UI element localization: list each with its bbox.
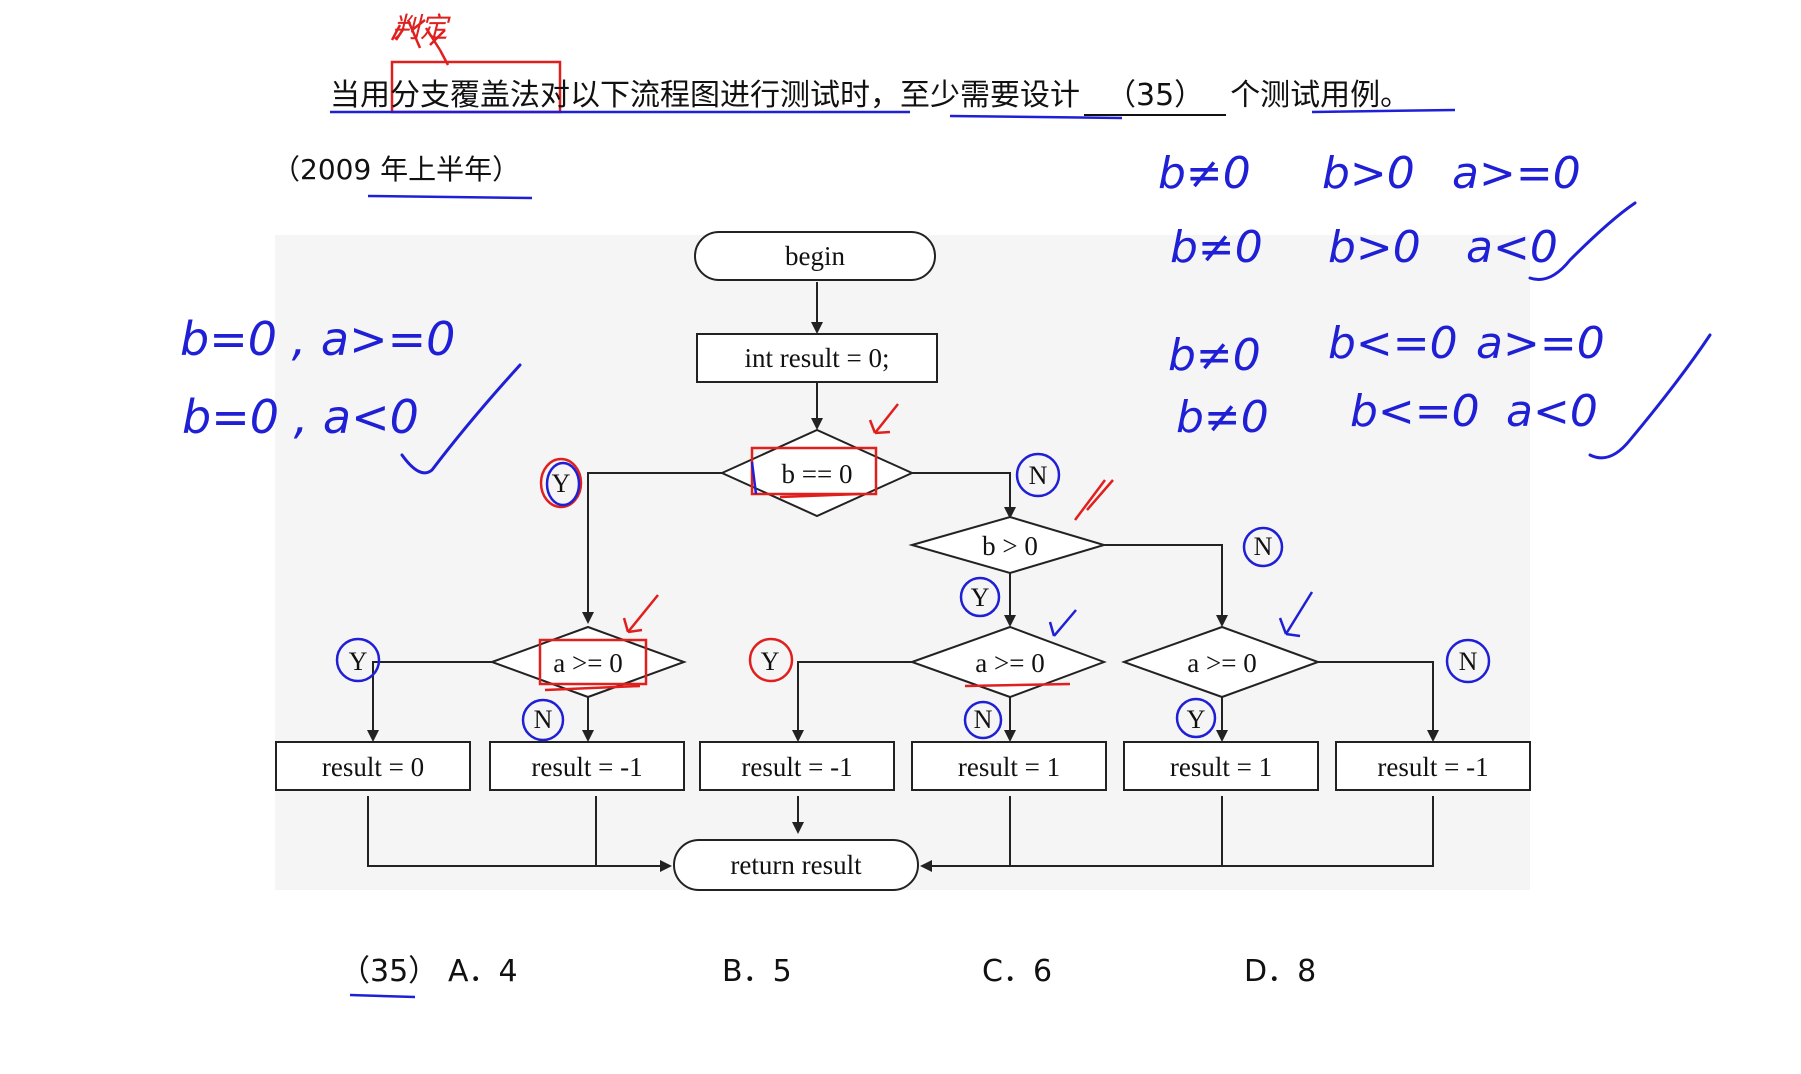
result-box-2 (489, 741, 685, 791)
yn-label: N (1254, 532, 1273, 561)
result-label-1: result = 0 (322, 752, 424, 782)
annotation-r1-a: b≠0 (1158, 148, 1251, 199)
red-pen-marks (390, 19, 1114, 692)
begin-label: begin (785, 241, 845, 271)
annotation-r3-a: b≠0 (1168, 330, 1261, 381)
cond-b-gt-label: b > 0 (982, 531, 1038, 561)
result-box-6 (1335, 741, 1531, 791)
result-label-3: result = -1 (741, 752, 852, 782)
flowchart-arrowheads (367, 322, 1439, 872)
result-box-5 (1123, 741, 1319, 791)
yn-label: Y (1187, 705, 1206, 734)
annotation-left-1: b=0 , a>=0 (180, 312, 456, 366)
answer-option-c[interactable]: C．6 (982, 954, 1053, 989)
result-box-3 (699, 741, 895, 791)
annotation-left-2: b=0 , a<0 (182, 390, 419, 444)
pen-circles (335, 452, 1491, 742)
cond-a2-label: a >= 0 (975, 648, 1044, 678)
yn-label: N (1459, 647, 1478, 676)
answer-number: （35） (340, 954, 439, 989)
question-part2: 对以下流程图进行测试时，至少需要设计 (540, 78, 1080, 113)
question-line: 当用分支覆盖法对以下流程图进行测试时，至少需要设计（35）个测试用例。 (330, 70, 1410, 116)
annotation-r4-c: a<0 (1506, 386, 1598, 437)
blue-pen-ticks (750, 461, 1314, 638)
yn-label: N (974, 705, 993, 734)
underline-marks (330, 108, 1456, 999)
cond-b-eq-label: b == 0 (782, 459, 853, 489)
annotation-r4-b: b<=0 (1350, 386, 1480, 437)
check-mark-icon (400, 201, 1712, 475)
return-node (673, 839, 919, 891)
yn-label: N (534, 705, 553, 734)
yn-label: Y (552, 469, 571, 498)
answer-option-d[interactable]: D．8 (1244, 954, 1317, 989)
question-year: （2009 年上半年） (272, 153, 521, 186)
annotation-r1-b: b>0 (1322, 148, 1415, 199)
cond-a1-label: a >= 0 (553, 648, 622, 678)
result-label-6: result = -1 (1377, 752, 1488, 782)
yn-label: Y (761, 647, 780, 676)
question-highlight: 分支覆盖法 (390, 78, 540, 113)
question-part1: 当用 (330, 78, 390, 113)
result-box-4 (911, 741, 1107, 791)
question-blank: （35） (1084, 70, 1227, 116)
yn-label: Y (349, 647, 368, 676)
annotation-r3-c: a>=0 (1476, 318, 1605, 369)
init-label: int result = 0; (745, 343, 890, 373)
init-node (696, 333, 938, 383)
result-label-2: result = -1 (531, 752, 642, 782)
annotation-top-mark: 判定 (392, 11, 449, 44)
annotation-r2-a: b≠0 (1170, 222, 1263, 273)
result-box-1 (275, 741, 471, 791)
cond-a3-label: a >= 0 (1187, 648, 1256, 678)
answer-option-b[interactable]: B．5 (722, 954, 792, 989)
annotation-r2-b: b>0 (1328, 222, 1421, 273)
annotation-r4-a: b≠0 (1176, 392, 1269, 443)
result-label-5: result = 1 (1170, 752, 1272, 782)
result-label-4: result = 1 (958, 752, 1060, 782)
return-label: return result (730, 850, 862, 880)
decision-a3 (1121, 625, 1321, 699)
annotation-r2-c: a<0 (1466, 222, 1558, 273)
question-part3: 个测试用例。 (1230, 78, 1411, 113)
yn-label: N (1029, 461, 1048, 490)
begin-node (694, 231, 936, 281)
annotation-r1-c: a>=0 (1452, 148, 1581, 199)
decision-b-greater-zero (908, 515, 1108, 575)
yn-label: Y (971, 583, 990, 612)
annotation-r3-b: b<=0 (1328, 318, 1458, 369)
answer-option-a[interactable]: A．4 (448, 954, 518, 989)
